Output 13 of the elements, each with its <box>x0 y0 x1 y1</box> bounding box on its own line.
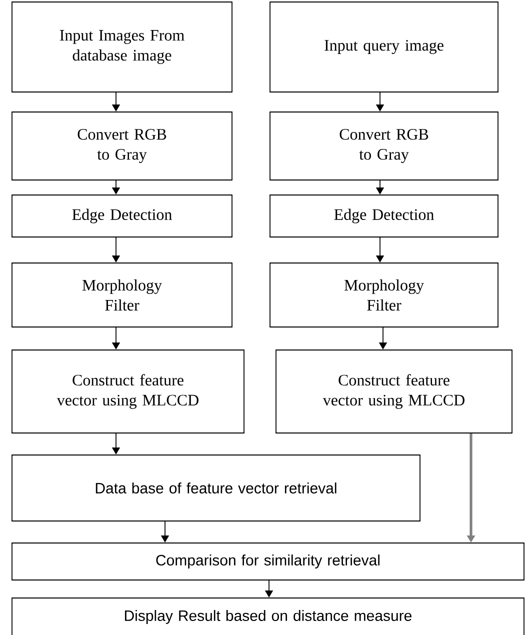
process-box: Convert RGB to Gray <box>270 112 498 180</box>
process-box: Edge Detection <box>12 194 232 238</box>
process-box: Display Result based on distance measure <box>12 598 524 635</box>
process-box: Edge Detection <box>270 194 498 238</box>
process-box: Data base of feature vector retrieval <box>12 454 420 522</box>
process-box: Construct feature vector using MLCCD <box>276 350 512 434</box>
process-box: Construct feature vector using MLCCD <box>12 350 244 434</box>
process-box: Comparison for similarity retrieval <box>12 542 524 580</box>
process-box: Input query image <box>270 2 498 92</box>
process-box: Morphology Filter <box>270 262 498 328</box>
process-box: Morphology Filter <box>12 262 232 328</box>
process-box: Convert RGB to Gray <box>12 112 232 180</box>
process-box: Input Images From database image <box>12 2 232 92</box>
